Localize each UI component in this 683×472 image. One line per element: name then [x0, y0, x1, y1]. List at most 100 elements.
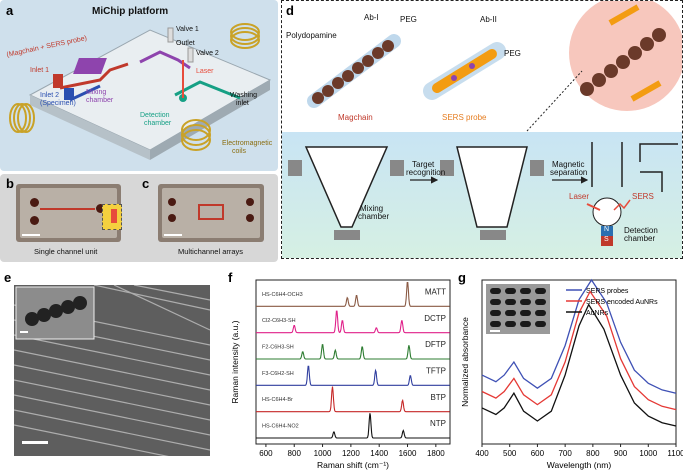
panel-letter-e: e	[4, 270, 12, 285]
electromagnetic-label: Electromagnetic	[222, 140, 273, 147]
nanorod	[535, 310, 546, 316]
x-tick-label-f: 1200	[342, 449, 360, 458]
panel-a-title: MiChip platform	[92, 6, 169, 17]
nanorod	[535, 321, 546, 327]
nanorod	[490, 321, 501, 327]
laser-label: Laser	[196, 68, 214, 75]
panel-d-mechanism: d Polydopamine Ab-I PEG Ab-II P	[281, 0, 683, 259]
y-axis-label-f: Raman intensity (a.u.)	[230, 320, 240, 403]
x-tick-label-g: 600	[531, 449, 545, 458]
single-inlet-hole-1	[30, 198, 39, 207]
series-label-dctp: DCTP	[424, 314, 446, 323]
molecule-label-dftp: F2-C6H3-SH	[262, 344, 294, 350]
workflow-band: Target recognition Magnetic separation M…	[282, 132, 682, 258]
multi-hole-2	[168, 214, 176, 222]
mixing-chamber-label-2: chamber	[358, 212, 390, 221]
corner-mark-bottom	[640, 171, 663, 192]
magchain-label: Magchain	[338, 113, 373, 122]
single-channel-chip-face	[20, 188, 117, 238]
multichannel-chip-face	[162, 188, 260, 238]
x-tick-label-g: 1100	[667, 449, 683, 458]
laser-text: Laser	[569, 192, 590, 201]
x-tick-label-g: 1000	[639, 449, 657, 458]
valve1-shape	[167, 27, 174, 43]
valve2-shape	[187, 47, 194, 63]
x-tick-label-g: 400	[475, 449, 489, 458]
detection-label: Detection	[140, 112, 170, 119]
zoom-guide-line	[526, 70, 583, 132]
series-label-btp: BTP	[430, 393, 446, 402]
absorbance-line-1	[481, 290, 677, 411]
nanorod	[535, 288, 546, 294]
panel-letter-f: f	[228, 270, 233, 285]
magchain-shape	[307, 34, 401, 108]
multi-channel-grid	[198, 204, 224, 220]
multichannel-photo	[158, 184, 264, 242]
spectrum-line-dctp	[256, 310, 450, 334]
spectrum-line-ntp	[256, 413, 450, 439]
mixing-chamber-label: chamber	[86, 97, 114, 104]
nanorod	[505, 288, 516, 294]
nanorod	[490, 299, 501, 305]
multi-hole-1	[168, 198, 176, 206]
sers-probe-shape	[423, 42, 506, 100]
panel-letter-b: b	[6, 176, 14, 191]
x-tick-label-g: 800	[586, 449, 600, 458]
washing-inlet-label: inlet	[236, 100, 249, 107]
x-tick-label-g: 500	[503, 449, 517, 458]
scale-bar-c	[164, 234, 182, 236]
target-chamber-outline	[456, 146, 528, 228]
washing-label: Washing	[230, 92, 257, 99]
chip-schematic-drawing	[9, 23, 272, 160]
nanorod	[505, 299, 516, 305]
chip-side-right	[150, 80, 270, 160]
laser-arrow	[586, 203, 601, 211]
panel-letter-g: g	[458, 270, 466, 285]
magnetic-label-2: separation	[550, 168, 588, 177]
zoom-inset	[102, 204, 122, 230]
nanorod	[520, 321, 531, 327]
series-label-tftp: TFTP	[426, 366, 446, 375]
molecule-label-ntp: HS-C6H4-NO2	[262, 423, 299, 429]
zoom-magchain	[580, 4, 666, 102]
peg2-label: PEG	[504, 49, 521, 58]
valve1-label: Valve 1	[176, 26, 199, 33]
multi-hole-3	[246, 198, 254, 206]
nanorod	[520, 299, 531, 305]
series-label-matt: MATT	[425, 287, 446, 296]
coil-bottom	[181, 119, 211, 151]
nanorod	[520, 288, 531, 294]
nanorod	[535, 299, 546, 305]
panel-a-chip-schematic: a MiChip platform (Magchain + SERS probe…	[0, 0, 278, 171]
mixing-valve-bottom	[334, 230, 360, 240]
target-valve-bottom	[480, 230, 506, 240]
magnet-n-label: N	[604, 226, 610, 233]
molecule-label-matt: HS-C6H4-OCH3	[262, 292, 303, 298]
mixing-valve-right	[390, 160, 404, 176]
panel-letter-c: c	[142, 176, 150, 191]
coil-left	[9, 103, 35, 133]
single-outlet-hole	[96, 204, 105, 213]
x-tick-label-f: 1600	[399, 449, 417, 458]
target-valve-right	[530, 160, 544, 176]
detection-chamber-circle	[592, 197, 622, 227]
series-label-dftp: DFTP	[425, 340, 446, 349]
x-tick-label-g: 900	[614, 449, 628, 458]
molecule-label-tftp: F3-C6H2-SH	[262, 371, 294, 377]
polydopamine-label: Polydopamine	[286, 31, 337, 40]
inset-scale-bar	[20, 331, 28, 333]
mixing-chamber-outline	[304, 146, 389, 228]
multichannel-caption: Multichannel arrays	[178, 247, 244, 256]
spectrum-line-tftp	[256, 365, 450, 386]
x-tick-label-f: 1000	[314, 449, 332, 458]
nanorod	[490, 310, 501, 316]
mixing-label: Mixing	[86, 89, 107, 96]
peg1-label: PEG	[400, 15, 417, 24]
zoom-inset-channel	[111, 209, 117, 223]
panel-bc-photos: b Single channel unit c Multichannel arr…	[0, 174, 278, 262]
inlet1-channel	[59, 62, 129, 90]
particles-drawing	[307, 1, 682, 132]
x-tick-label-g: 700	[558, 449, 572, 458]
x-tick-label-f: 1800	[427, 449, 445, 458]
